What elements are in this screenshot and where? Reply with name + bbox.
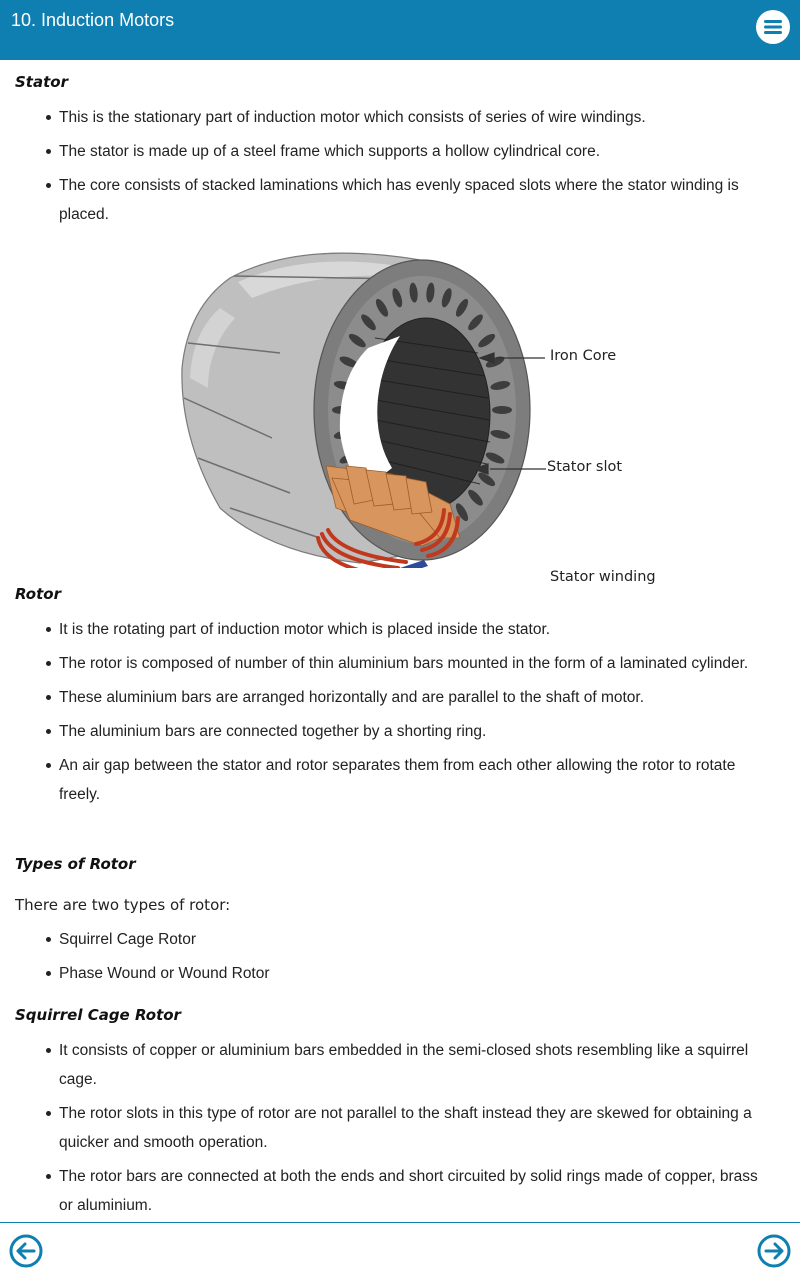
stator-list: This is the stationary part of induction…	[0, 103, 800, 234]
stator-slot	[455, 503, 469, 522]
hamburger-menu-icon	[764, 20, 782, 34]
types-list: Squirrel Cage Rotor Phase Wound or Wound…	[0, 925, 800, 993]
stator-slot	[478, 472, 496, 487]
rotor-heading: Rotor	[15, 585, 61, 603]
stator-diagram: Iron Core Stator slot Stator winding	[160, 238, 700, 585]
stator-heading: Stator	[15, 73, 68, 91]
iron-core-label: Iron Core	[550, 348, 617, 364]
types-of-rotor-heading: Types of Rotor	[15, 855, 136, 873]
stator-slot	[485, 356, 505, 368]
list-item: It is the rotating part of induction mot…	[0, 615, 800, 644]
stator-slot-label: Stator slot	[547, 459, 623, 475]
stator-illustration	[181, 252, 548, 584]
content-area[interactable]: Stator This is the stationary part of in…	[0, 60, 800, 1222]
page-title: 10. Induction Motors	[11, 10, 175, 30]
arrow-left-circle-icon	[9, 1234, 43, 1268]
list-item: It consists of copper or aluminium bars …	[0, 1036, 800, 1094]
stator-slot	[441, 288, 452, 308]
stator-slot	[468, 489, 483, 506]
menu-button[interactable]	[756, 10, 790, 44]
stator-slot	[490, 381, 511, 390]
list-item: The rotor is composed of number of thin …	[0, 649, 800, 678]
stator-slot	[492, 406, 512, 414]
stator-slot	[339, 356, 359, 368]
bottom-nav-bar	[0, 1222, 800, 1281]
stator-slot	[348, 333, 366, 348]
app-bar: 10. Induction Motors	[0, 0, 800, 60]
stator-slot	[409, 282, 418, 303]
list-item: The core consists of stacked laminations…	[0, 171, 800, 229]
stator-winding-label: Stator winding	[550, 569, 656, 585]
list-item: Phase Wound or Wound Rotor	[0, 959, 800, 988]
stator-slot	[375, 298, 389, 317]
types-intro-text: There are two types of rotor:	[15, 896, 231, 914]
list-item: The rotor slots in this type of rotor ar…	[0, 1099, 800, 1157]
stator-slot	[490, 430, 511, 439]
squirrel-cage-list: It consists of copper or aluminium bars …	[0, 1036, 800, 1222]
stator-slot	[392, 288, 403, 308]
stator-slot	[468, 314, 483, 331]
list-item: These aluminium bars are arranged horizo…	[0, 683, 800, 712]
list-item: The stator is made up of a steel frame w…	[0, 137, 800, 166]
stator-slot	[426, 282, 435, 303]
arrow-right-circle-icon	[757, 1234, 791, 1268]
stator-slot	[455, 298, 469, 317]
previous-page-button[interactable]	[9, 1234, 43, 1268]
next-page-button[interactable]	[757, 1234, 791, 1268]
list-item: The aluminium bars are connected togethe…	[0, 717, 800, 746]
list-item: Squirrel Cage Rotor	[0, 925, 800, 954]
list-item: The rotor bars are connected at both the…	[0, 1162, 800, 1220]
list-item: This is the stationary part of induction…	[0, 103, 800, 132]
stator-slot	[485, 452, 505, 464]
rotor-list: It is the rotating part of induction mot…	[0, 615, 800, 814]
squirrel-cage-heading: Squirrel Cage Rotor	[15, 1006, 181, 1024]
list-item: An air gap between the stator and rotor …	[0, 751, 800, 809]
stator-slot	[478, 333, 496, 348]
stator-slot	[361, 314, 376, 331]
